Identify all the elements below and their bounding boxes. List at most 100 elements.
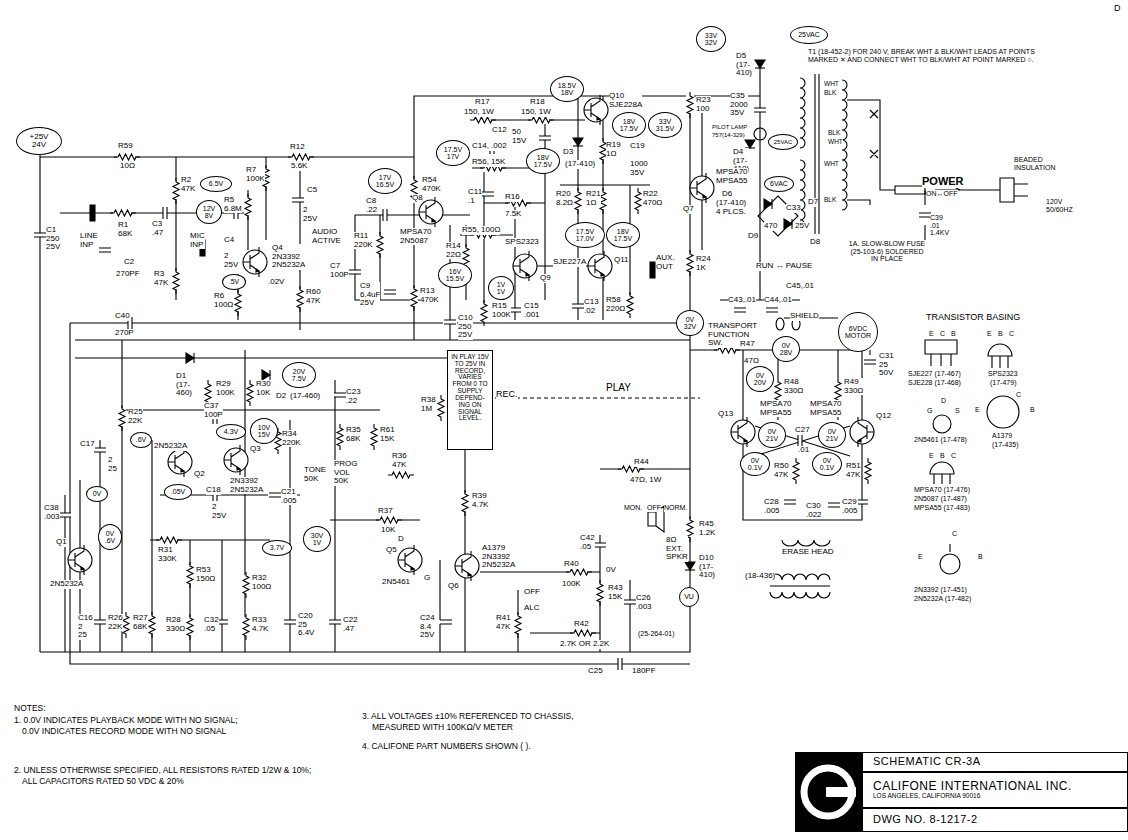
part-label: C12: [492, 126, 507, 135]
part-label: TONE 50K: [304, 466, 326, 483]
part-label: C: [1009, 330, 1014, 338]
part-label: 150, 1W: [521, 108, 551, 117]
voltage-oval: 0V 20V: [746, 366, 774, 392]
part-label: 4. CALIFONE PART NUMBERS SHOWN ( ).: [362, 742, 531, 751]
capacitor-symbol: [328, 620, 342, 624]
part-label: A1379 2N3392 2N5232A: [482, 544, 515, 570]
voltage-oval: 0V .6V: [98, 524, 122, 550]
voltage-oval: 0V 28V: [772, 336, 800, 362]
part-label: T1 (18-452-2) FOR 240 V, BREAK WHT & BLK…: [808, 48, 1038, 63]
part-label: .02V: [268, 278, 284, 287]
part-label: 1. 0.0V INDICATES PLAYBACK MODE WITH NO …: [14, 716, 238, 725]
part-label: R1 68K: [118, 221, 132, 238]
capacitor-symbol: [618, 657, 622, 671]
part-label: R24 1K: [696, 255, 711, 272]
resistor-symbol: [514, 612, 522, 638]
part-label: 270PF: [116, 270, 140, 279]
part-label: R61 15K: [380, 426, 395, 443]
transistor-symbol: [690, 173, 714, 203]
part-label: 2N5232A: [154, 442, 187, 451]
node-text: 1V 1V: [497, 281, 506, 296]
part-label: C13 .02: [584, 298, 599, 315]
part-label: B: [978, 553, 983, 561]
capacitor-symbol: [481, 192, 495, 196]
note-box: IN PLAY 15V TO 25V IN RECORD, VARIES FRO…: [447, 350, 493, 450]
node-text: 10V 15V: [258, 424, 270, 439]
resistor-symbol: [570, 629, 596, 637]
part-label: 2. UNLESS OTHERWISE SPECIFIED, ALL RESIS…: [14, 766, 311, 775]
part-label: BLK: [824, 196, 836, 203]
capacitor-symbol: [163, 206, 167, 220]
part-label: Q5: [386, 546, 397, 555]
part-label: MON.: [624, 504, 642, 512]
part-label: PROG VOL 50K: [334, 460, 358, 486]
part-label: NORM.: [664, 504, 687, 512]
part-label: C1 250 25V: [46, 226, 60, 252]
resistor-symbol: [242, 572, 250, 598]
transistor-symbol: [850, 417, 874, 447]
wire: [40, 60, 1000, 664]
part-label: R44: [634, 458, 649, 467]
node-text: +25V 24V: [30, 133, 49, 150]
part-label: 120V 50/60HZ: [1046, 198, 1073, 213]
part-label: 2 25V: [224, 252, 238, 269]
resistor-symbol: [244, 194, 252, 220]
part-label: R58 220Ω: [606, 296, 625, 313]
part-label: R40: [564, 560, 579, 569]
part-label: R11 220K: [354, 232, 373, 249]
part-label: R39 4.7K: [472, 492, 488, 509]
part-label: C14, .002: [472, 142, 507, 151]
voltage-oval: 0V 21V: [818, 422, 846, 448]
resistor-symbol: [114, 153, 140, 161]
part-label: 2 25V: [303, 206, 317, 223]
part-label: Q6: [448, 582, 459, 591]
part-label: C10 250 25V: [458, 314, 473, 340]
voltage-oval: 17.5V 17V: [436, 140, 470, 166]
part-label: 2N3392 (17-451): [914, 586, 967, 594]
diode-symbol: [262, 370, 270, 380]
resistor-symbol: [156, 536, 182, 544]
diode-symbol: [186, 353, 194, 363]
transistor-symbol: [455, 551, 479, 581]
part-label: D8: [810, 238, 820, 247]
resistor-symbol: [470, 116, 496, 124]
part-label: R27 68K: [133, 614, 148, 631]
part-label: R21 1Ω: [586, 190, 601, 207]
resistor-symbol: [686, 92, 694, 118]
part-label: 270P: [115, 329, 134, 338]
transistor-symbol: [224, 445, 248, 475]
voltage-oval: 12V 8V: [196, 200, 222, 224]
capacitor-symbol: [753, 108, 767, 112]
node-text: 0V 20V: [754, 372, 766, 387]
part-label: REC.: [496, 390, 518, 400]
voltage-oval: 6.5V: [200, 176, 232, 192]
resistor-symbol: [122, 612, 130, 638]
part-label: R41 47K: [496, 614, 511, 631]
voltage-oval: 30V 1V: [303, 526, 331, 552]
part-label: B: [1030, 406, 1035, 414]
part-label: R43 15K: [608, 584, 623, 601]
node-text: 17V 16.5V: [376, 174, 394, 189]
voltage-oval: 33V 32V: [696, 26, 726, 52]
part-label: R26 22K: [108, 614, 123, 631]
part-label: R14 22Ω: [446, 242, 461, 259]
part-label: R34 220K: [282, 430, 301, 447]
voltage-oval: 20V 7.5V: [282, 362, 316, 388]
voltage-oval: 18V 17.5V: [612, 112, 646, 138]
voltage-oval: 0V 32V: [676, 310, 704, 336]
part-label: R30 10K: [256, 380, 271, 397]
resistor-symbol: [234, 290, 242, 316]
part-label: 757(14-329): [712, 132, 745, 138]
part-label: (17-410): [565, 160, 595, 169]
voltage-oval: 1V 1V: [488, 276, 514, 300]
resistor-symbol: [186, 562, 194, 588]
part-label: Q1: [56, 538, 67, 547]
part-label: B: [998, 330, 1003, 338]
pilot-lamp: [754, 128, 766, 140]
voltage-oval: 18.5V 18V: [550, 76, 584, 102]
part-label: MPSA70 MPSA55: [760, 400, 792, 417]
node-text: 16V 15.5V: [446, 268, 464, 283]
node-text: VU: [684, 593, 694, 600]
resistor-symbol: [242, 614, 250, 640]
part-label: C26 .003: [636, 594, 652, 611]
